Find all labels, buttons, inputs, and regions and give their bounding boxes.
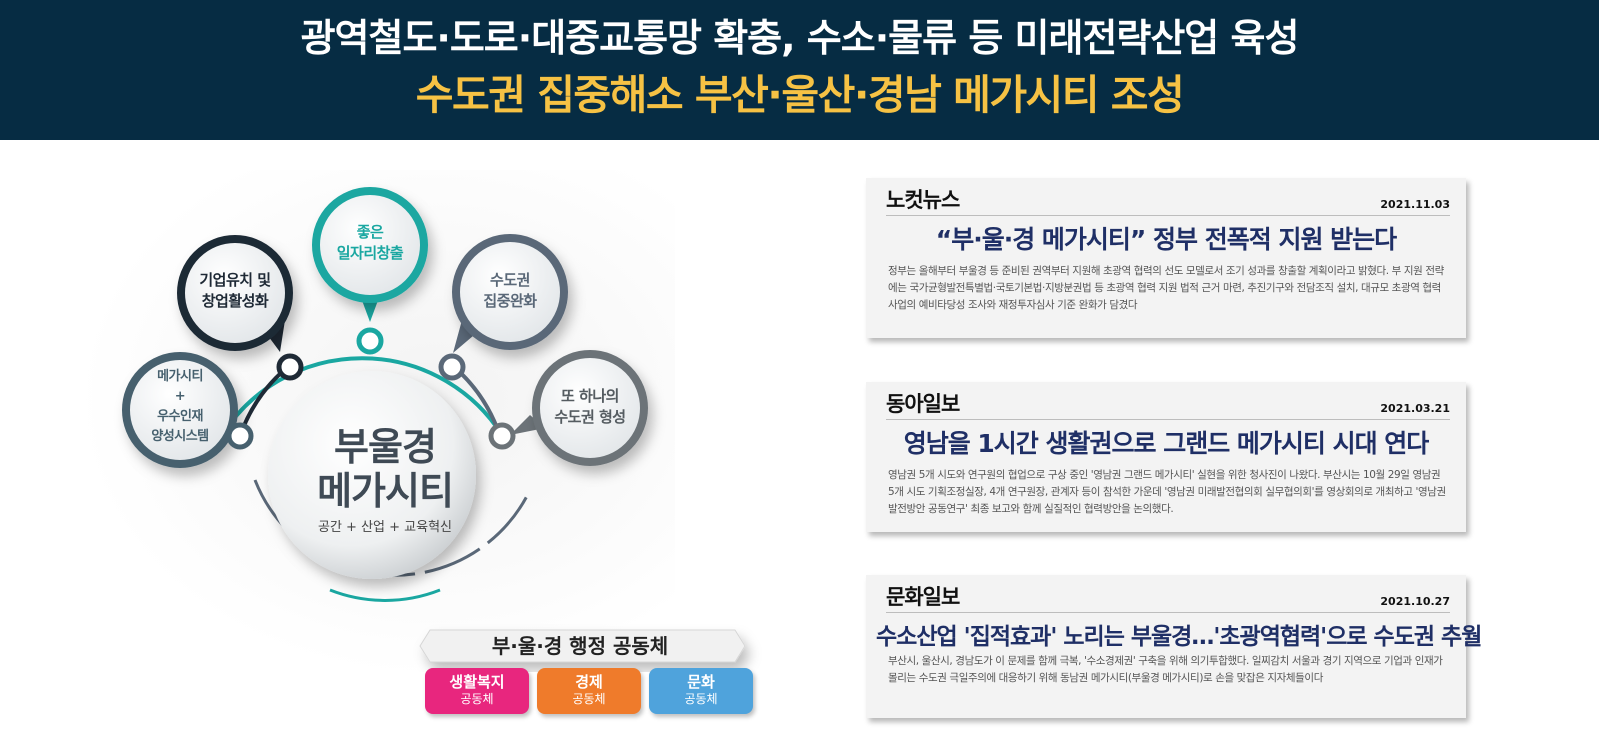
node-dot-5 xyxy=(488,422,516,450)
bubble-business-line1: 기업유치 및 xyxy=(199,271,271,289)
bubble-capital-line1: 수도권 xyxy=(490,271,530,289)
news-date: 2021.10.27 xyxy=(1380,595,1450,608)
news-body: 부산시, 울산시, 경남도가 이 문제를 함께 극복, '수소경제권' 구축을 … xyxy=(888,655,1443,684)
news-divider xyxy=(886,612,1450,613)
bubble-second-capital-label: 또 하나의 수도권 형성 xyxy=(536,386,644,428)
news-source: 문화일보 xyxy=(886,585,960,609)
bubble-second-capital-line2: 수도권 형성 xyxy=(554,408,626,426)
banner-subtitle: 수도권 집중해소 부산·울산·경남 메가시티 조성 xyxy=(415,71,1185,119)
gov-title-ribbon xyxy=(419,629,746,663)
bubble-capital-line2: 집중완화 xyxy=(483,292,537,310)
center-sphere xyxy=(268,371,476,579)
news-card: 동아일보 2021.03.21 영남을 1시간 생활권으로 그랜드 메가시티 시… xyxy=(866,382,1466,532)
news-headline: “부·울·경 메가시티” 정부 전폭적 지원 받는다 xyxy=(935,225,1397,254)
connector-arc xyxy=(220,356,504,437)
bubble-jobs-line2: 일자리창출 xyxy=(336,244,404,262)
center-title-line2: 메가시티 xyxy=(317,469,454,513)
banner-title: 광역철도·도로·대중교통망 확충, 수소·물류 등 미래전략산업 육성 xyxy=(300,16,1300,60)
bubble-capital xyxy=(452,234,568,350)
bubble-second-capital-line1: 또 하나의 xyxy=(561,387,619,405)
gov-box-economy: 경제 공동체 xyxy=(537,668,641,714)
bubble-talent xyxy=(122,352,238,468)
gov-title: 부·울·경 행정 공동체 xyxy=(491,634,669,658)
gov-box-economy-title: 경제 xyxy=(575,673,603,691)
news-date: 2021.03.21 xyxy=(1380,402,1450,415)
bubble-second-capital xyxy=(532,350,648,466)
node-dot-2 xyxy=(276,353,304,381)
node-dot-4 xyxy=(438,353,466,381)
news-source: 동아일보 xyxy=(886,392,960,416)
node-dot-1 xyxy=(226,422,254,450)
news-source: 노컷뉴스 xyxy=(886,188,960,212)
bubble-business-label: 기업유치 및 창업활성화 xyxy=(181,270,289,312)
bubble-jobs-label: 좋은 일자리창출 xyxy=(316,222,424,264)
bubble-second-capital-tail xyxy=(510,415,545,435)
news-body: 영남권 5개 시도와 연구원의 협업으로 구상 중인 '영남권 그랜드 메가시티… xyxy=(888,469,1446,515)
title-banner: 광역철도·도로·대중교통망 확충, 수소·물류 등 미래전략산업 육성 수도권 … xyxy=(0,0,1599,140)
gov-box-culture: 문화 공동체 xyxy=(649,668,753,714)
news-divider xyxy=(886,215,1450,216)
bubble-talent-line2: + xyxy=(174,389,186,404)
center-title: 부울경 메가시티 xyxy=(280,425,490,513)
bubble-talent-label: 메가시티 + 우수인재 양성시스템 xyxy=(126,367,234,447)
news-headline: 영남을 1시간 생활권으로 그랜드 메가시티 시대 연다 xyxy=(903,429,1430,458)
gov-box-culture-sub: 공동체 xyxy=(684,692,718,706)
center-title-line1: 부울경 xyxy=(334,425,437,469)
diagram-graphics xyxy=(122,187,746,663)
gov-box-welfare-sub: 공동체 xyxy=(460,692,494,706)
news-headline: 수소산업 '집적효과' 노리는 부울경…'초광역협력'으로 수도권 추월 xyxy=(876,624,1482,650)
center-subtitle: 공간 + 산업 + 교육혁신 xyxy=(318,520,452,535)
news-card: 노컷뉴스 2021.11.03 “부·울·경 메가시티” 정부 전폭적 지원 받… xyxy=(866,178,1466,338)
news-date: 2021.11.03 xyxy=(1380,198,1450,211)
bubble-talent-line1: 메가시티 xyxy=(157,369,203,384)
bubble-jobs-line1: 좋은 xyxy=(356,223,384,241)
bubble-capital-label: 수도권 집중완화 xyxy=(456,270,564,312)
gov-box-welfare-title: 생활복지 xyxy=(449,673,505,691)
gov-box-culture-title: 문화 xyxy=(687,673,715,691)
news-card: 문화일보 2021.10.27 수소산업 '집적효과' 노리는 부울경…'초광역… xyxy=(866,575,1482,718)
bubble-talent-line3: 우수인재 xyxy=(157,409,203,424)
megacity-diagram: 메가시티 + 우수인재 양성시스템 기업유치 및 창업활성화 좋은 일자리창출 … xyxy=(70,160,770,748)
node-dot-3 xyxy=(356,327,384,355)
bubble-business xyxy=(177,235,293,351)
bubble-jobs xyxy=(312,187,428,303)
news-divider xyxy=(886,419,1450,420)
gov-box-economy-sub: 공동체 xyxy=(572,692,606,706)
gov-box-welfare: 생활복지 공동체 xyxy=(425,668,529,714)
lower-arc-teal xyxy=(329,588,441,602)
bubble-talent-line4: 양성시스템 xyxy=(151,429,209,444)
bubble-business-line2: 창업활성화 xyxy=(201,292,269,310)
news-body: 정부는 올해부터 부울경 등 준비된 권역부터 지원해 초광역 협력의 선도 모… xyxy=(888,265,1444,311)
